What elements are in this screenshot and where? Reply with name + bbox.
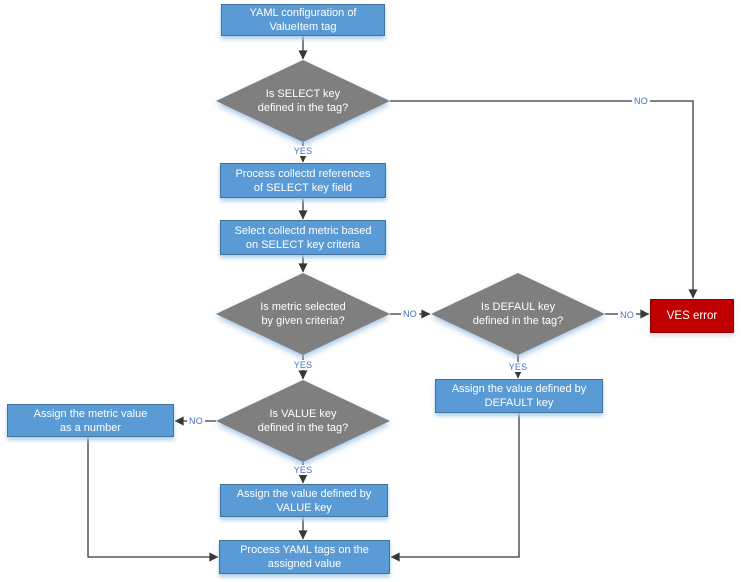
decision-is-select-key: Is SELECT key defined in the tag? (216, 60, 390, 142)
edge-label-yes-select: YES (291, 146, 315, 156)
decision-is-metric-selected-label: Is metric selected by given criteria? (216, 273, 390, 355)
decision-is-value-key: Is VALUE key defined in the tag? (216, 380, 390, 462)
node-assign-metric-value: Assign the metric value as a number (7, 404, 174, 437)
node-process-yaml-tags: Process YAML tags on the assigned value (219, 540, 390, 574)
edge-label-no-default: NO (618, 310, 636, 320)
decision-is-value-key-label: Is VALUE key defined in the tag? (216, 380, 390, 462)
edge-label-yes-value: YES (291, 465, 315, 475)
node-process-collectd-references: Process collectd references of SELECT ke… (220, 163, 386, 198)
decision-is-default-key: Is DEFAUL key defined in the tag? (431, 273, 605, 355)
decision-is-select-key-label: Is SELECT key defined in the tag? (216, 60, 390, 142)
node-assign-value-key-value: Assign the value defined by VALUE key (220, 484, 388, 517)
connector-assignmetric-to-processyaml (87, 437, 219, 562)
node-assign-default-key-value: Assign the value defined by DEFAULT key (435, 379, 603, 413)
connector-assigndefault-to-processyaml (390, 413, 520, 562)
decision-is-default-key-label: Is DEFAUL key defined in the tag? (431, 273, 605, 355)
edge-label-yes-metric: YES (291, 360, 315, 370)
edge-label-yes-default: YES (506, 362, 530, 372)
connector-isselect-no-to-veserror (390, 100, 698, 299)
node-yaml-config: YAML configuration of ValueItem tag (221, 4, 385, 36)
edge-label-no-metric: NO (401, 309, 419, 319)
edge-label-no-select: NO (632, 96, 650, 106)
edge-label-no-value: NO (187, 416, 205, 426)
node-ves-error: VES error (650, 299, 734, 333)
node-select-collectd-metric: Select collectd metric based on SELECT k… (220, 220, 386, 255)
decision-is-metric-selected: Is metric selected by given criteria? (216, 273, 390, 355)
